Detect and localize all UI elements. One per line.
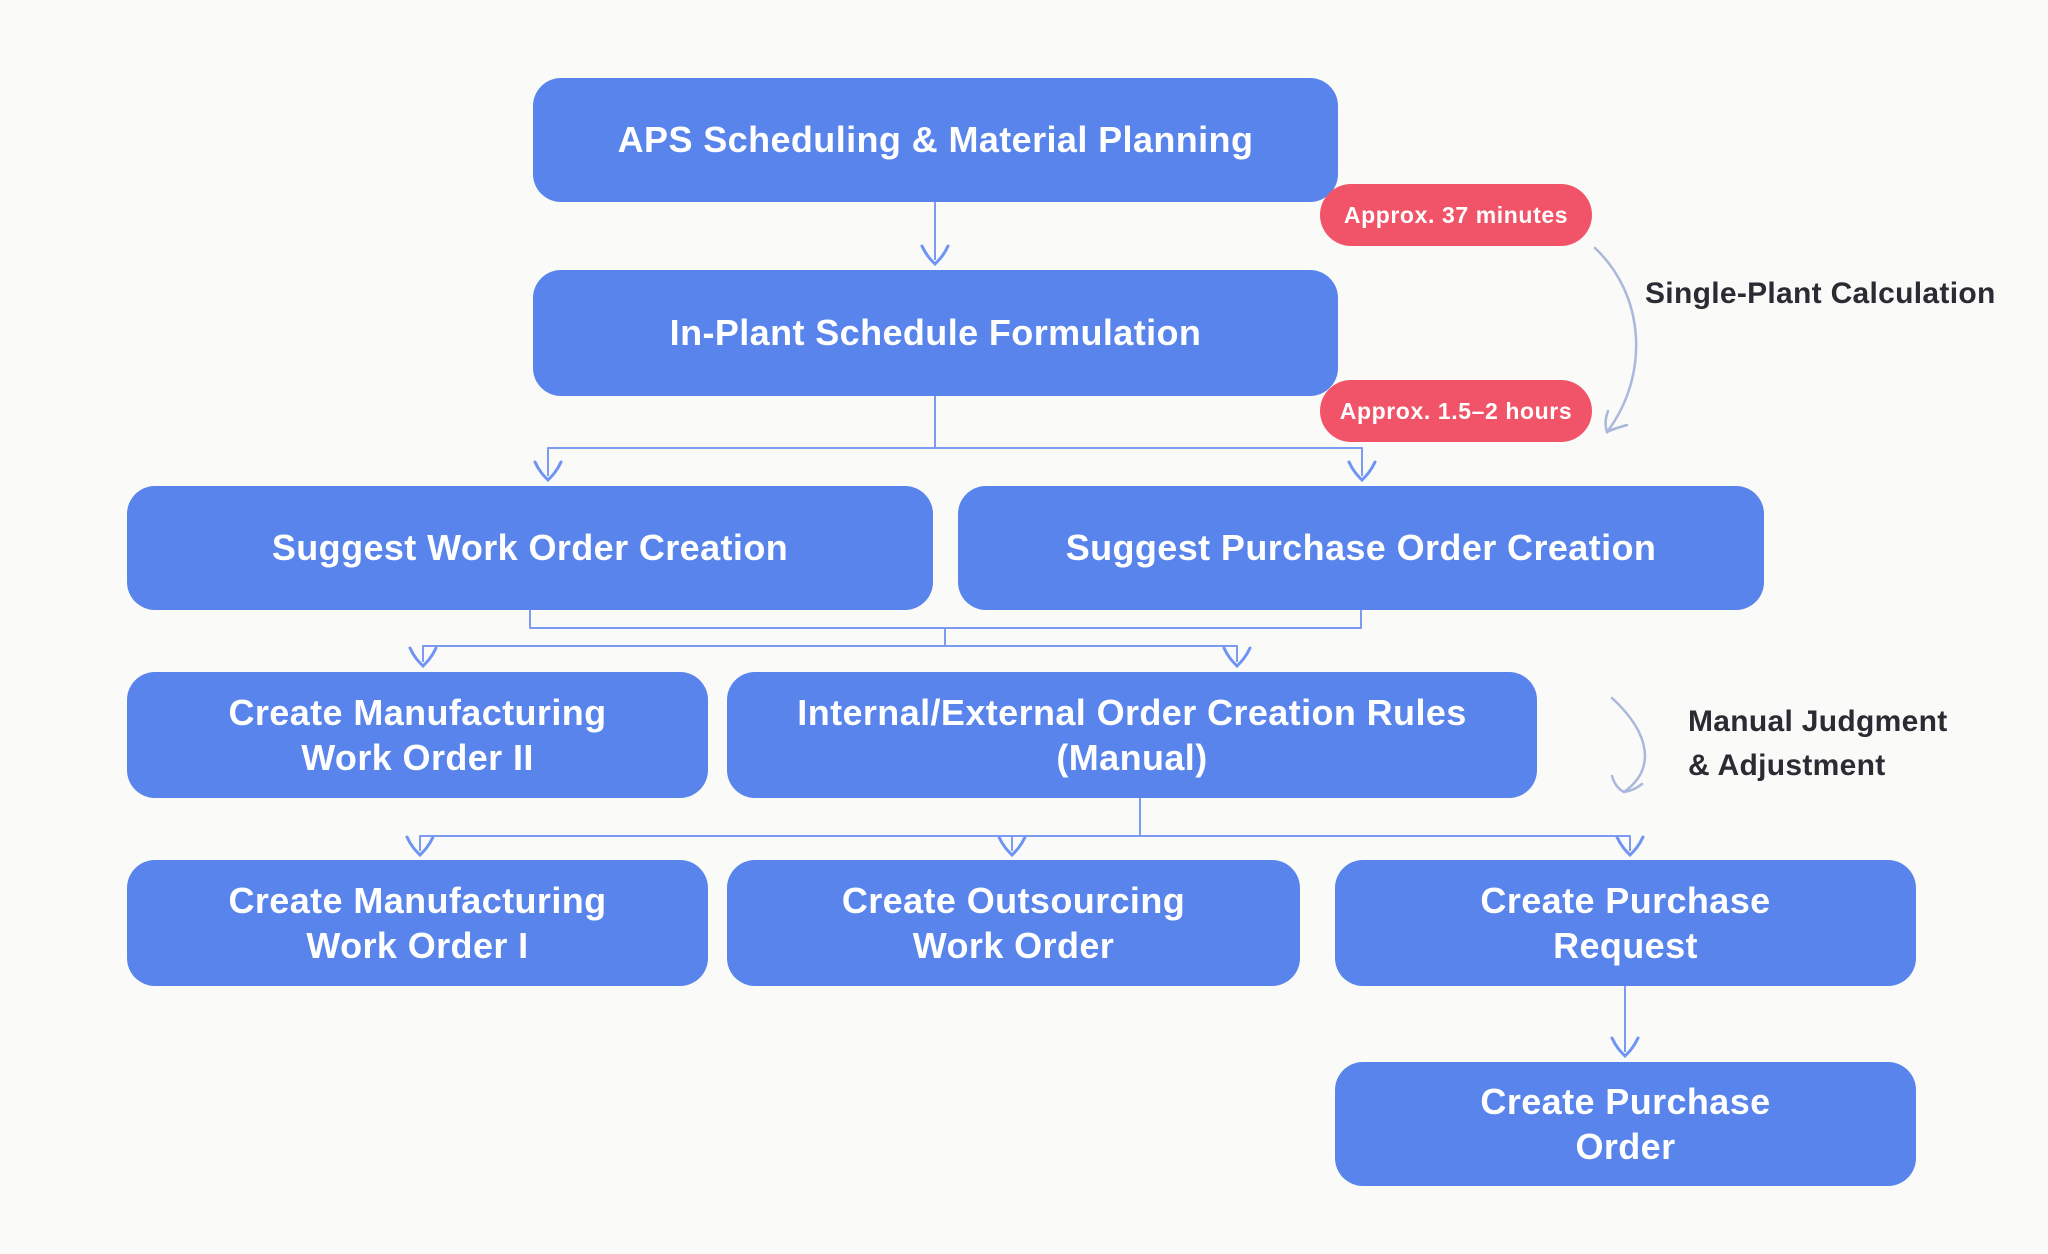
node-suggest-purchase-order-creation: Suggest Purchase Order Creation — [958, 486, 1764, 610]
arrowhead-icon — [1222, 646, 1252, 669]
curved-arrow-manual-judgment — [1610, 696, 1647, 794]
arrowhead-icon — [405, 835, 435, 858]
node-label-line: Suggest Work Order Creation — [271, 527, 789, 569]
node-create-manufacturing-work-order-ii: Create Manufacturing Work Order II — [127, 672, 708, 798]
connector-rules-to-row5 — [419, 798, 1631, 851]
node-label-line: APS Scheduling & Material Planning — [617, 119, 1254, 161]
node-label-line: Order — [1575, 1126, 1676, 1167]
arrowhead-icon — [533, 460, 563, 483]
curved-arrowhead-single-plant-icon — [1604, 409, 1629, 434]
badge-label: Approx. 37 minutes — [1343, 201, 1569, 228]
node-label-line: Create Purchase — [1480, 879, 1771, 921]
connector-inplant-to-suggest — [547, 396, 1363, 476]
connector-suggest-to-row4 — [422, 610, 1362, 662]
node-label-line: Create Purchase — [1480, 1080, 1771, 1122]
node-label-line: Work Order — [912, 925, 1115, 966]
arrowhead-icon — [408, 646, 438, 669]
node-label-line: Request — [1553, 925, 1698, 966]
arrowhead-icon — [1347, 460, 1377, 483]
arrowhead-icon — [1610, 1036, 1640, 1059]
node-label-line: Create Manufacturing — [228, 879, 607, 921]
node-label-line: Create Manufacturing — [228, 691, 607, 733]
annotation-label-line: & Adjustment — [1688, 749, 1886, 783]
curved-arrowhead-manual-judgment-icon — [1610, 774, 1644, 794]
badge-approx-37-minutes: Approx. 37 minutes — [1320, 184, 1592, 246]
annotation-label-line: Manual Judgment — [1688, 705, 1948, 738]
node-label-line: (Manual) — [1056, 737, 1208, 778]
node-create-purchase-order: Create Purchase Order — [1335, 1062, 1916, 1186]
arrowhead-icon — [920, 244, 950, 267]
node-create-manufacturing-work-order-i: Create Manufacturing Work Order I — [127, 860, 708, 986]
arrowhead-icon — [997, 835, 1027, 858]
node-create-outsourcing-work-order: Create Outsourcing Work Order — [727, 860, 1300, 986]
label-manual-judgment-adjustment: Manual Judgment & Adjustment — [1688, 700, 1948, 788]
curved-arrow-single-plant — [1593, 246, 1638, 434]
node-aps-scheduling-material-planning: APS Scheduling & Material Planning — [533, 78, 1338, 202]
node-create-purchase-request: Create Purchase Request — [1335, 860, 1916, 986]
node-label-line: Work Order I — [306, 925, 529, 966]
node-internal-external-order-creation-rules: Internal/External Order Creation Rules (… — [727, 672, 1537, 798]
node-label-line: In-Plant Schedule Formulation — [669, 312, 1202, 354]
node-in-plant-schedule-formulation: In-Plant Schedule Formulation — [533, 270, 1338, 396]
arrowhead-icon — [1615, 835, 1645, 858]
annotation-label-line: Single-Plant Calculation — [1645, 277, 1996, 310]
badge-approx-1-5-2-hours: Approx. 1.5–2 hours — [1320, 380, 1592, 442]
node-label-line: Create Outsourcing — [841, 879, 1186, 921]
badge-label: Approx. 1.5–2 hours — [1339, 397, 1573, 424]
label-single-plant-calculation: Single-Plant Calculation — [1645, 272, 1996, 316]
node-label-line: Suggest Purchase Order Creation — [1065, 527, 1657, 569]
node-label-line: Work Order II — [301, 737, 534, 778]
node-suggest-work-order-creation: Suggest Work Order Creation — [127, 486, 933, 610]
node-label-line: Internal/External Order Creation Rules — [797, 691, 1467, 733]
